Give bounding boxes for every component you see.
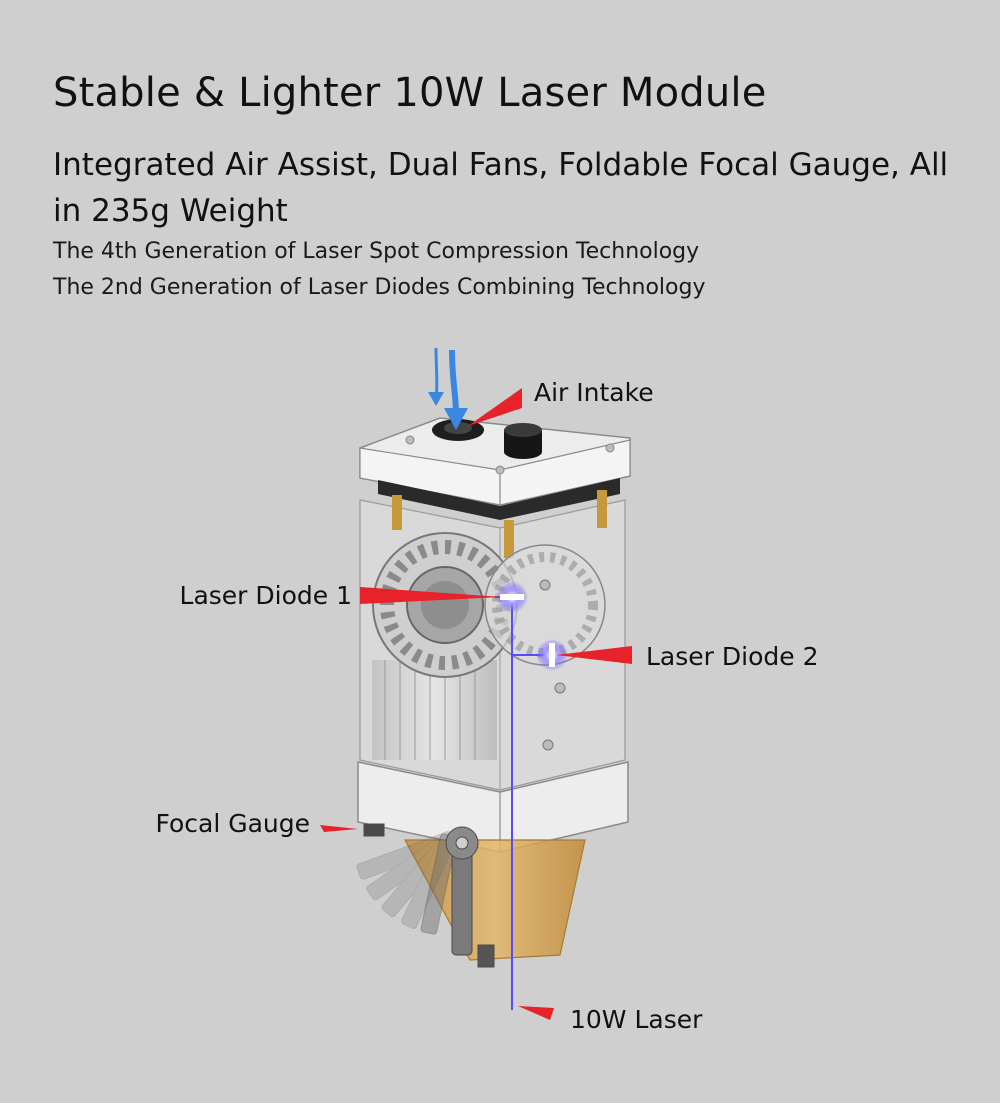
- pointer-air-intake: [468, 388, 522, 426]
- page-subtitle: Integrated Air Assist, Dual Fans, Foldab…: [53, 147, 949, 229]
- top-cap: [359, 417, 631, 520]
- knob: [504, 423, 542, 459]
- callout-10w-laser: 10W Laser: [570, 1005, 703, 1034]
- page-title: Stable & Lighter 10W Laser Module: [53, 70, 767, 116]
- screw-icon: [539, 579, 551, 591]
- callout-air-intake: Air Intake: [534, 378, 654, 407]
- feature-line-1: The 4th Generation of Laser Spot Compres…: [53, 239, 700, 264]
- screw-icon: [542, 739, 554, 751]
- callout-focal-gauge: Focal Gauge: [155, 809, 310, 838]
- laser-diode-1: [500, 594, 524, 600]
- screw-icon: [495, 465, 505, 475]
- screw-icon: [405, 435, 415, 445]
- focal-gauge-arm: [356, 823, 495, 968]
- pointer-laser-diode-1: [360, 587, 502, 604]
- laser-diode-2: [549, 643, 555, 667]
- pointer-10w-laser: [518, 1006, 554, 1020]
- callout-pointers: [320, 388, 632, 1020]
- laser-module-diagram: Air Intake Laser Diode 1 Laser Diode 2 F…: [155, 347, 818, 1034]
- feature-line-2: The 2nd Generation of Laser Diodes Combi…: [53, 275, 706, 300]
- screw-icon: [554, 682, 566, 694]
- callout-laser-diode-1: Laser Diode 1: [180, 581, 352, 610]
- callout-laser-diode-2: Laser Diode 2: [646, 642, 818, 671]
- pointer-focal-gauge: [320, 825, 358, 832]
- bottom-collar: [357, 761, 629, 853]
- screw-icon: [605, 443, 615, 453]
- standoffs: [392, 490, 607, 558]
- air-assist-nozzle: [403, 839, 586, 961]
- pointer-laser-diode-2: [556, 646, 632, 664]
- air-flow-arrow-icon: [428, 347, 468, 430]
